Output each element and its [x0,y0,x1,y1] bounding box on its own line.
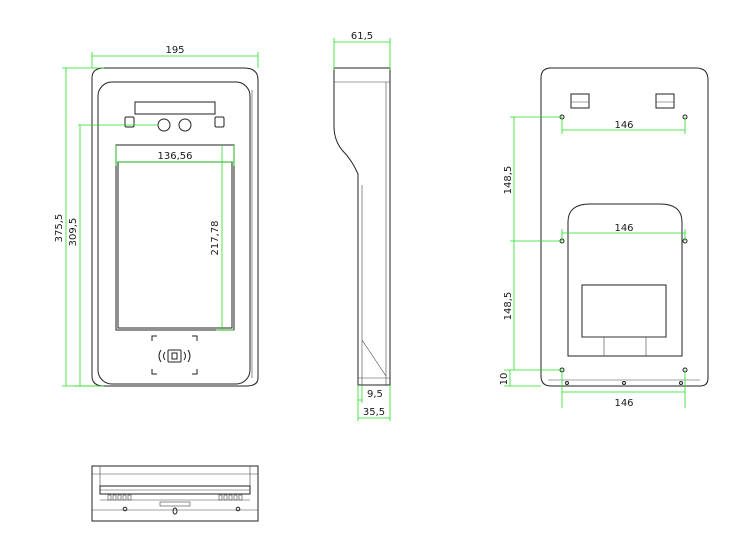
camera-lens-left [157,118,171,132]
front-view [62,52,259,387]
front-inner-height-label: 309,5 [68,218,79,247]
front-width-label: 195 [165,45,184,56]
side-base-offset-label: 9,5 [367,389,383,400]
back-bottom-spacing-label: 146 [614,398,633,409]
bracket-plate [567,203,683,357]
back-mid-spacing-label: 146 [614,223,633,234]
vent-slots-left [107,494,132,501]
back-lower-vertical-label: 148,5 [503,292,514,321]
back-view [504,67,709,408]
camera-lens-right [178,118,192,132]
screen-height-label: 217,78 [210,221,221,256]
screen-width-label: 136,56 [158,151,193,162]
hook-left [570,93,590,109]
vent-slots-right [218,494,243,501]
back-bottom-offset-label: 10 [499,373,510,386]
back-upper-vertical-label: 148,5 [503,166,514,195]
mounting-holes [559,114,688,385]
front-total-height-label: 375,5 [54,214,65,243]
hook-right [655,93,675,109]
side-base-depth-label: 35,5 [363,407,385,418]
side-depth-label: 61,5 [351,31,373,42]
side-view [333,38,391,421]
nfc-reader-icon [151,335,198,375]
back-top-spacing-label: 146 [614,120,633,131]
bottom-view [91,465,259,522]
